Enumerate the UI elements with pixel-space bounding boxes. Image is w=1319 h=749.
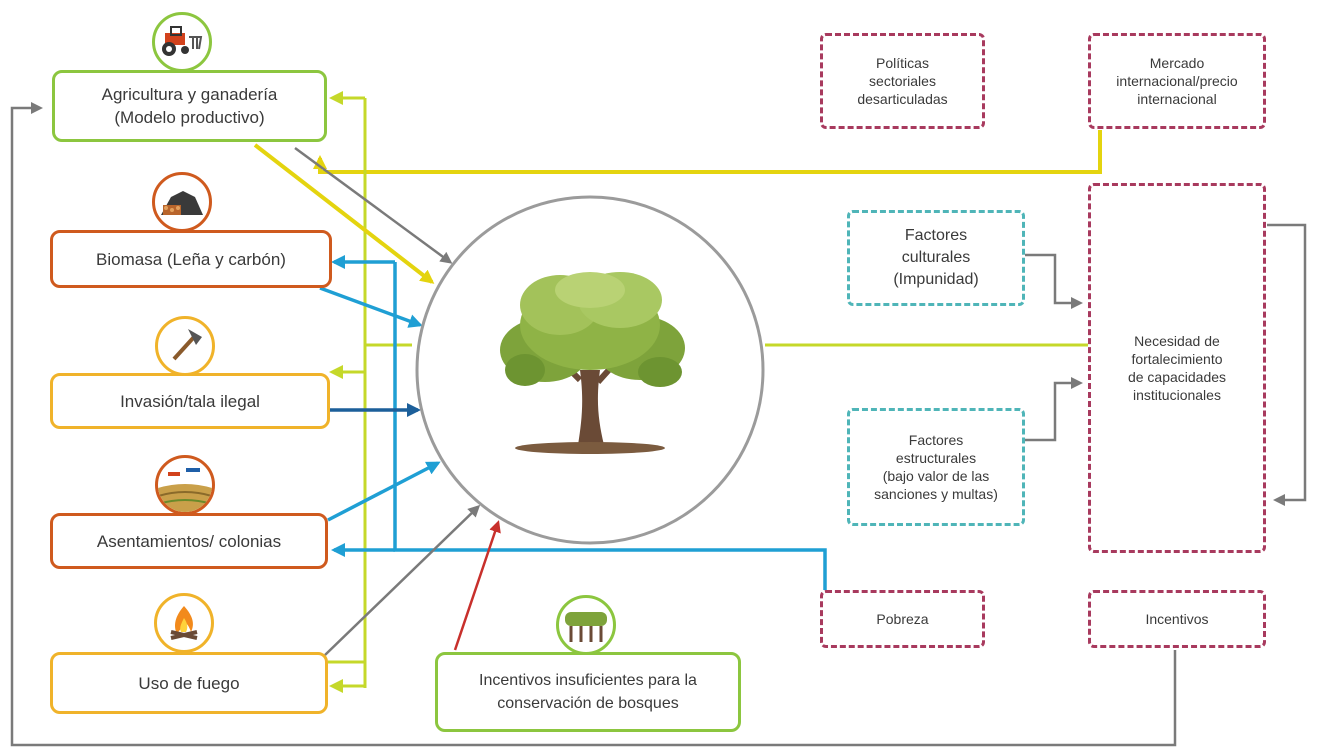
node-invasion: Invasión/tala ilegal [50,373,330,429]
tree-icon [500,272,685,454]
node-necesidad: Necesidad de fortalecimiento de capacida… [1088,183,1266,553]
agri-tree-yellow [253,143,435,284]
biomasa-tree-arrow [319,286,423,328]
node-mercado: Mercado internacional/precio internacion… [1088,33,1266,129]
tractor-icon [152,12,212,72]
node-biomasa: Biomasa (Leña y carbón) [50,230,332,288]
incentivos-tree-arrow [453,520,501,651]
incentivos-feedback-line [10,102,1177,747]
mercado-line [313,130,1102,174]
forest-icon [556,595,616,655]
node-incentivos: Incentivos [1088,590,1266,648]
node-asentamientos: Asentamientos/ colonias [50,513,328,569]
node-incentivos-insuficientes: Incentivos insuficientes para la conserv… [435,652,741,732]
culturales-necesidad-line [1025,253,1083,309]
node-agricultura: Agricultura y ganadería (Modelo producti… [52,70,327,142]
pobreza-line [393,262,827,590]
node-fuego: Uso de fuego [50,652,328,714]
asentamientos-tree-arrow [327,461,441,522]
settlement-icon [155,455,215,515]
node-factores-culturales: Factores culturales (Impunidad) [847,210,1025,306]
estructurales-necesidad-line [1025,377,1083,442]
axe-icon [155,316,215,376]
agri-tree-gray [294,146,453,264]
node-factores-estructurales: Factores estructurales (bajo valor de la… [847,408,1025,526]
fuego-tree-arrow [324,504,481,656]
node-politicas: Políticas sectoriales desarticuladas [820,33,985,129]
fire-icon [154,593,214,653]
necesidad-loop-line [1267,223,1307,506]
node-pobreza: Pobreza [820,590,985,648]
firewood-icon [152,172,212,232]
